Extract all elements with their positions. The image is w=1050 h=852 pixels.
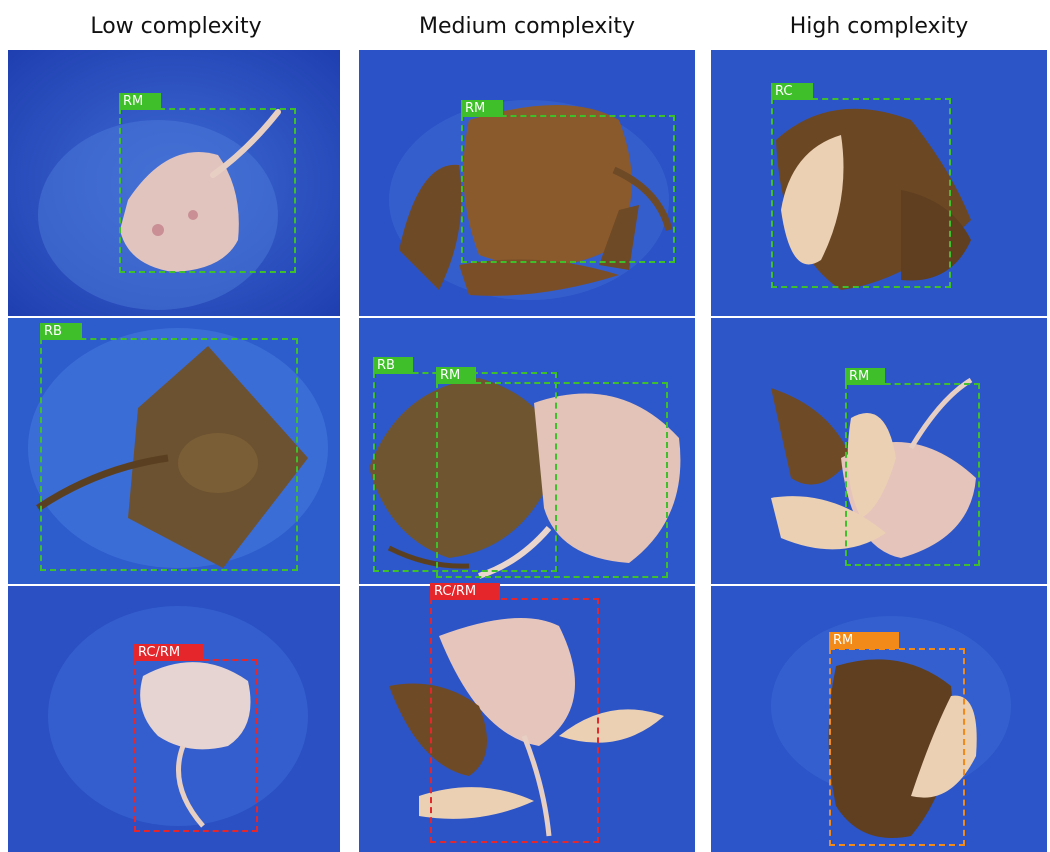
bbox-label-medium-row3: RC/RM xyxy=(430,583,500,600)
photo-medium-row3 xyxy=(359,586,695,852)
bbox-high-row2 xyxy=(845,383,980,566)
bbox-label-medium-row2-a: RB xyxy=(373,357,413,374)
photo-high-row1 xyxy=(711,50,1047,316)
bbox-medium-row1 xyxy=(461,115,675,263)
photo-low-row3 xyxy=(8,586,340,852)
bbox-label-medium-row1: RM xyxy=(461,100,503,117)
photo-medium-row1 xyxy=(359,50,695,316)
column-title-low: Low complexity xyxy=(90,14,262,39)
bbox-label-medium-row2-b: RM xyxy=(436,367,476,384)
bbox-medium-row2-b xyxy=(436,382,668,578)
column-title-medium: Medium complexity xyxy=(419,14,635,39)
photo-low-row1 xyxy=(8,50,340,316)
bbox-high-row3 xyxy=(829,648,965,846)
bbox-label-high-row3: RM xyxy=(829,632,899,649)
bbox-label-high-row1: RC xyxy=(771,83,813,100)
bbox-label-low-row2: RB xyxy=(40,323,82,340)
bbox-medium-row3 xyxy=(430,598,599,843)
bbox-label-low-row1: RM xyxy=(119,93,161,110)
photo-high-row2-image xyxy=(711,318,1047,584)
photo-medium-row1-image xyxy=(359,50,695,316)
photo-high-row3-image xyxy=(711,586,1047,852)
photo-medium-row2-image xyxy=(359,318,695,584)
photo-low-row2 xyxy=(8,318,340,584)
photo-low-row2-image xyxy=(8,318,340,584)
photo-low-row1-image xyxy=(8,50,340,316)
photo-high-row3 xyxy=(711,586,1047,852)
photo-high-row2 xyxy=(711,318,1047,584)
bbox-label-high-row2: RM xyxy=(845,368,885,385)
photo-medium-row2 xyxy=(359,318,695,584)
bbox-low-row2 xyxy=(40,338,298,571)
bbox-high-row1 xyxy=(771,98,951,288)
photo-high-row1-image xyxy=(711,50,1047,316)
photo-medium-row3-image xyxy=(359,586,695,852)
bbox-low-row1 xyxy=(119,108,296,273)
photo-low-row3-image xyxy=(8,586,340,852)
column-title-high: High complexity xyxy=(789,14,969,39)
bbox-label-low-row3: RC/RM xyxy=(134,644,204,661)
bbox-low-row3 xyxy=(134,659,258,832)
